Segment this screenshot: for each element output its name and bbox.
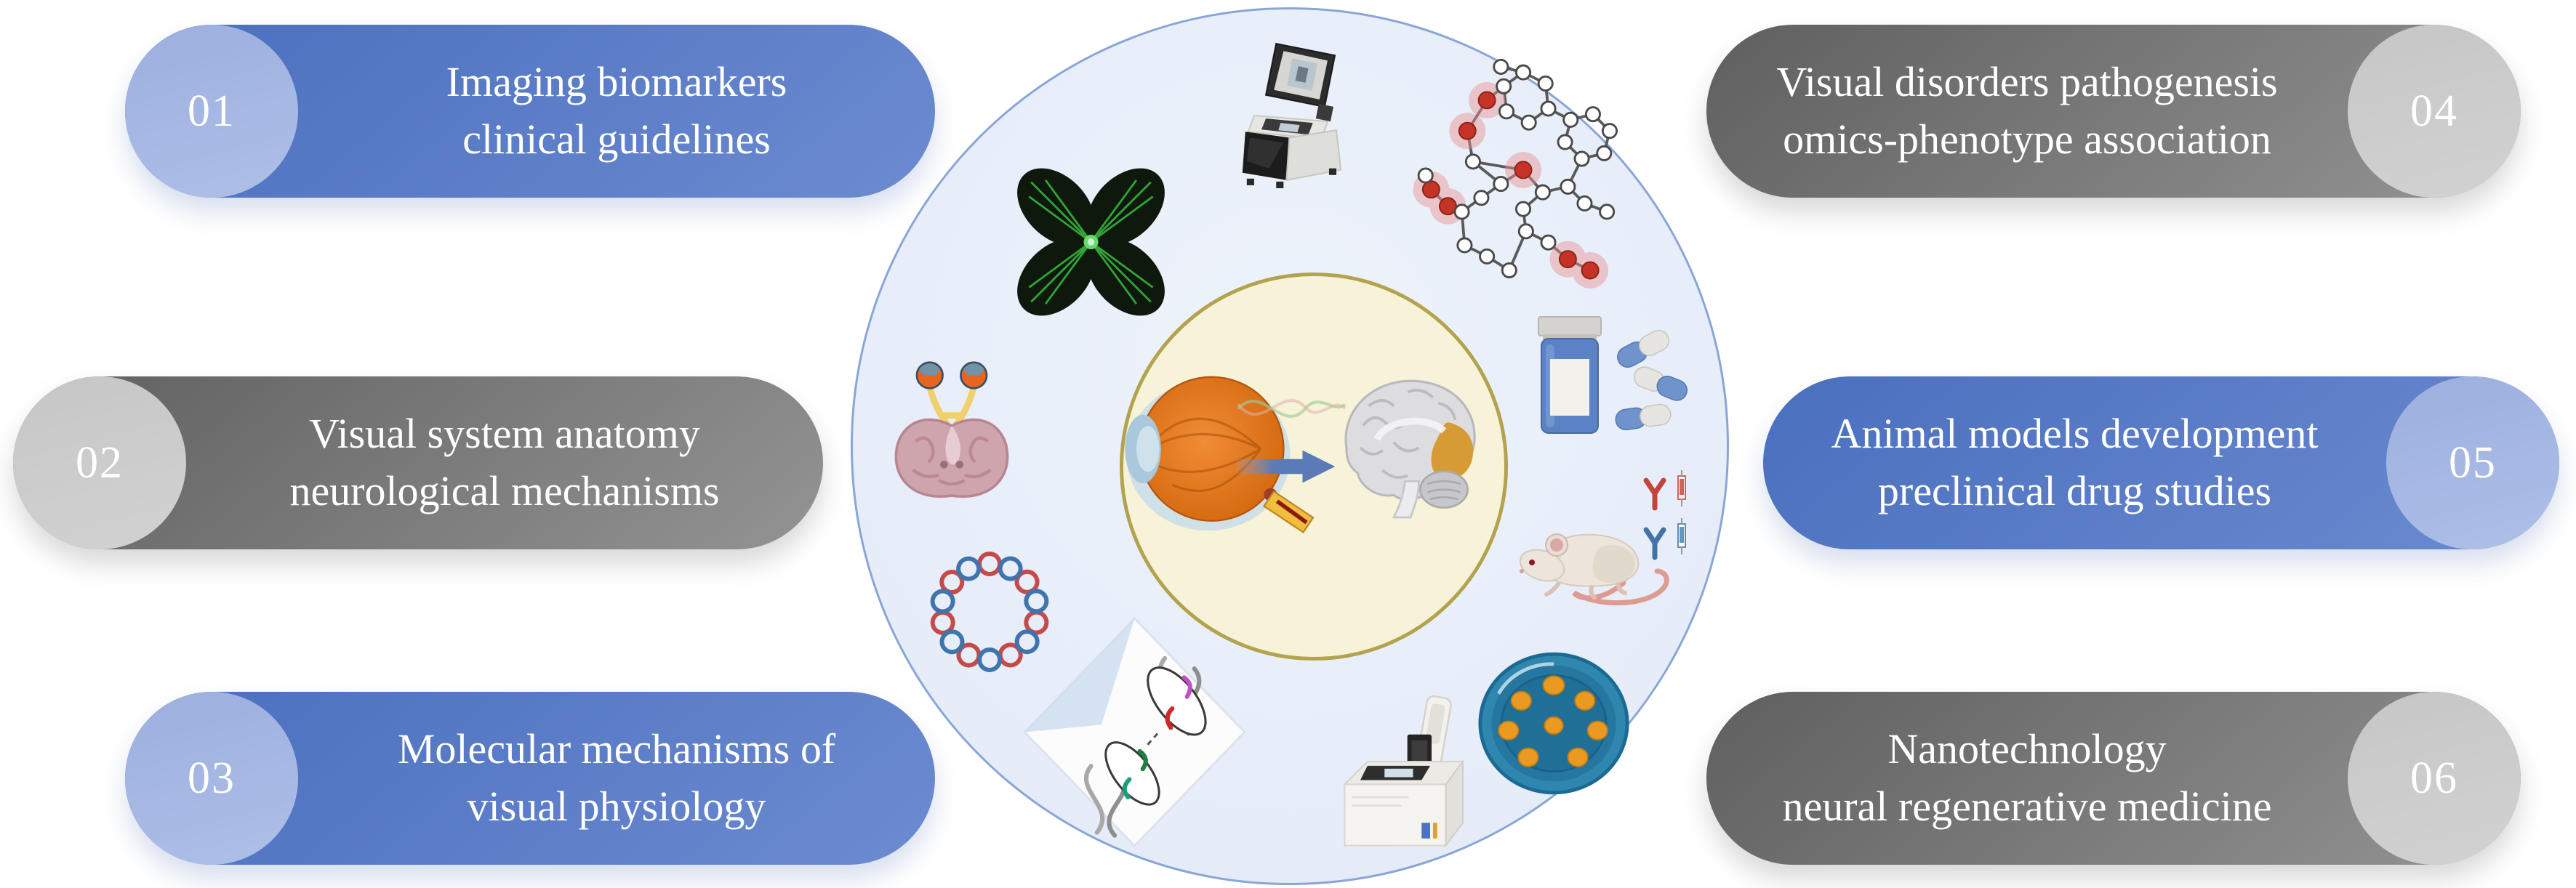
topic-pill-03: 03 Molecular mechanisms of visual physio… [125,692,935,865]
mouse-icon [1516,514,1687,610]
topic-label-04: Visual disorders pathogenesis omics-phen… [1706,54,2521,169]
topic-label-02: Visual system anatomy neurological mecha… [13,405,823,520]
dna-sequencing-icon [1020,614,1249,850]
topic-number-02: 02 [76,437,124,488]
topic-02-line2: neurological mechanisms [289,467,720,514]
topic-number-05: 05 [2449,437,2497,488]
topic-number-circle-05: 05 [2386,376,2559,549]
topic-04-line2: omics-phenotype association [1783,116,2271,163]
arrow-right-icon [1236,445,1338,488]
topic-01-line2: clinical guidelines [462,116,771,163]
topic-06-line1: Nanotechnology [1887,725,2167,773]
topic-number-circle-06: 06 [2348,692,2521,865]
topic-number-01: 01 [188,86,236,136]
pill-bottle-capsules-icon [1533,311,1711,442]
topic-number-circle-01: 01 [125,25,298,198]
retina-fundus-icon [995,140,1187,344]
eye-icon [1123,363,1320,538]
topic-label-03: Molecular mechanisms of visual physiolog… [125,721,935,836]
topic-06-line2: neural regenerative medicine [1782,783,2272,830]
topic-02-line1: Visual system anatomy [309,410,700,458]
topic-05-line2: preclinical drug studies [1877,467,2272,514]
imaging-device-icon [1224,36,1369,190]
topic-label-05: Animal models development preclinical dr… [1763,405,2559,520]
topic-number-03: 03 [188,753,236,803]
topic-pill-04: 04 Visual disorders pathogenesis omics-p… [1706,25,2521,198]
topic-01-line1: Imaging biomarkers [446,58,787,106]
brain-icon [1327,360,1494,524]
topic-pill-06: 06 Nanotechnology neural regenerative me… [1706,692,2521,865]
topic-label-01: Imaging biomarkers clinical guidelines [125,54,935,169]
topic-number-04: 04 [2410,86,2458,136]
topic-number-circle-02: 02 [13,376,186,549]
petri-dish-icon [1477,650,1630,797]
plasmid-icon [923,544,1056,680]
topic-03-line2: visual physiology [467,783,766,830]
topic-label-06: Nanotechnology neural regenerative medic… [1706,721,2521,836]
sequencer-icon [1323,690,1501,868]
optic-chiasm-icon [1232,378,1349,454]
molecule-icon [1403,58,1643,312]
topic-number-circle-04: 04 [2348,25,2521,198]
antibody-syringe-icon [1640,469,1697,562]
topic-pill-05: 05 Animal models development preclinical… [1763,376,2559,549]
brain-slice-eyes-icon [887,350,1016,506]
topic-03-line1: Molecular mechanisms of [397,725,836,773]
topic-number-06: 06 [2410,753,2458,803]
topic-pill-02: 02 Visual system anatomy neurological me… [13,376,823,549]
topic-05-line1: Animal models development [1831,410,2319,458]
topic-04-line1: Visual disorders pathogenesis [1776,58,2278,106]
topic-number-circle-03: 03 [125,692,298,865]
topic-pill-01: 01 Imaging biomarkers clinical guideline… [125,25,935,198]
